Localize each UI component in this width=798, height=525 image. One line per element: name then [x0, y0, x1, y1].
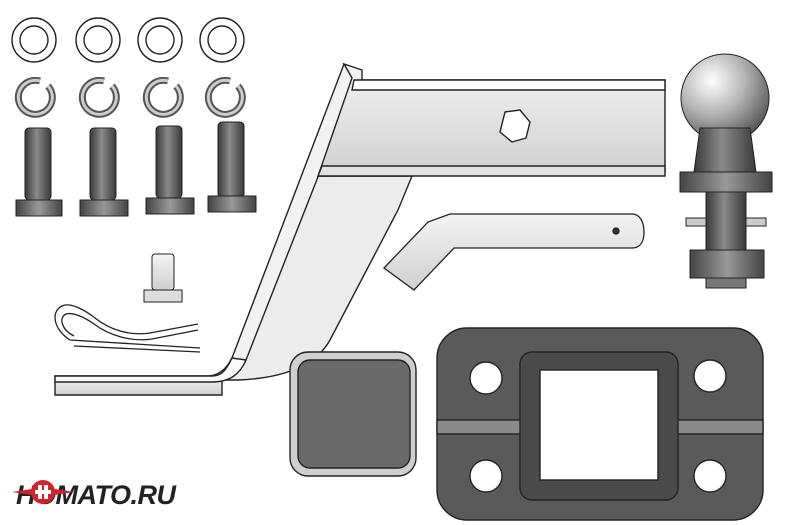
- bolt: [207, 121, 257, 213]
- washer: [137, 17, 183, 63]
- hitch-pin: [383, 213, 645, 291]
- brand-logo: HOMATO.RU: [10, 478, 176, 512]
- washer: [199, 17, 245, 63]
- hitch-bracket: [54, 62, 666, 396]
- hitch-pin-clip: [54, 304, 201, 353]
- spring-washer: [14, 76, 56, 118]
- small-bolt: [143, 253, 183, 303]
- spring-washer: [78, 76, 120, 118]
- spring-washer: [204, 76, 246, 118]
- tow-ball: [679, 53, 773, 289]
- spring-washer: [142, 76, 184, 118]
- mounting-plate: [436, 327, 764, 521]
- bolt: [145, 125, 195, 215]
- brand-emblem-icon: [12, 480, 74, 504]
- square-cap: [289, 351, 417, 477]
- washer: [75, 17, 121, 63]
- bolt: [79, 127, 129, 217]
- bolt: [15, 127, 63, 217]
- washer: [11, 17, 57, 63]
